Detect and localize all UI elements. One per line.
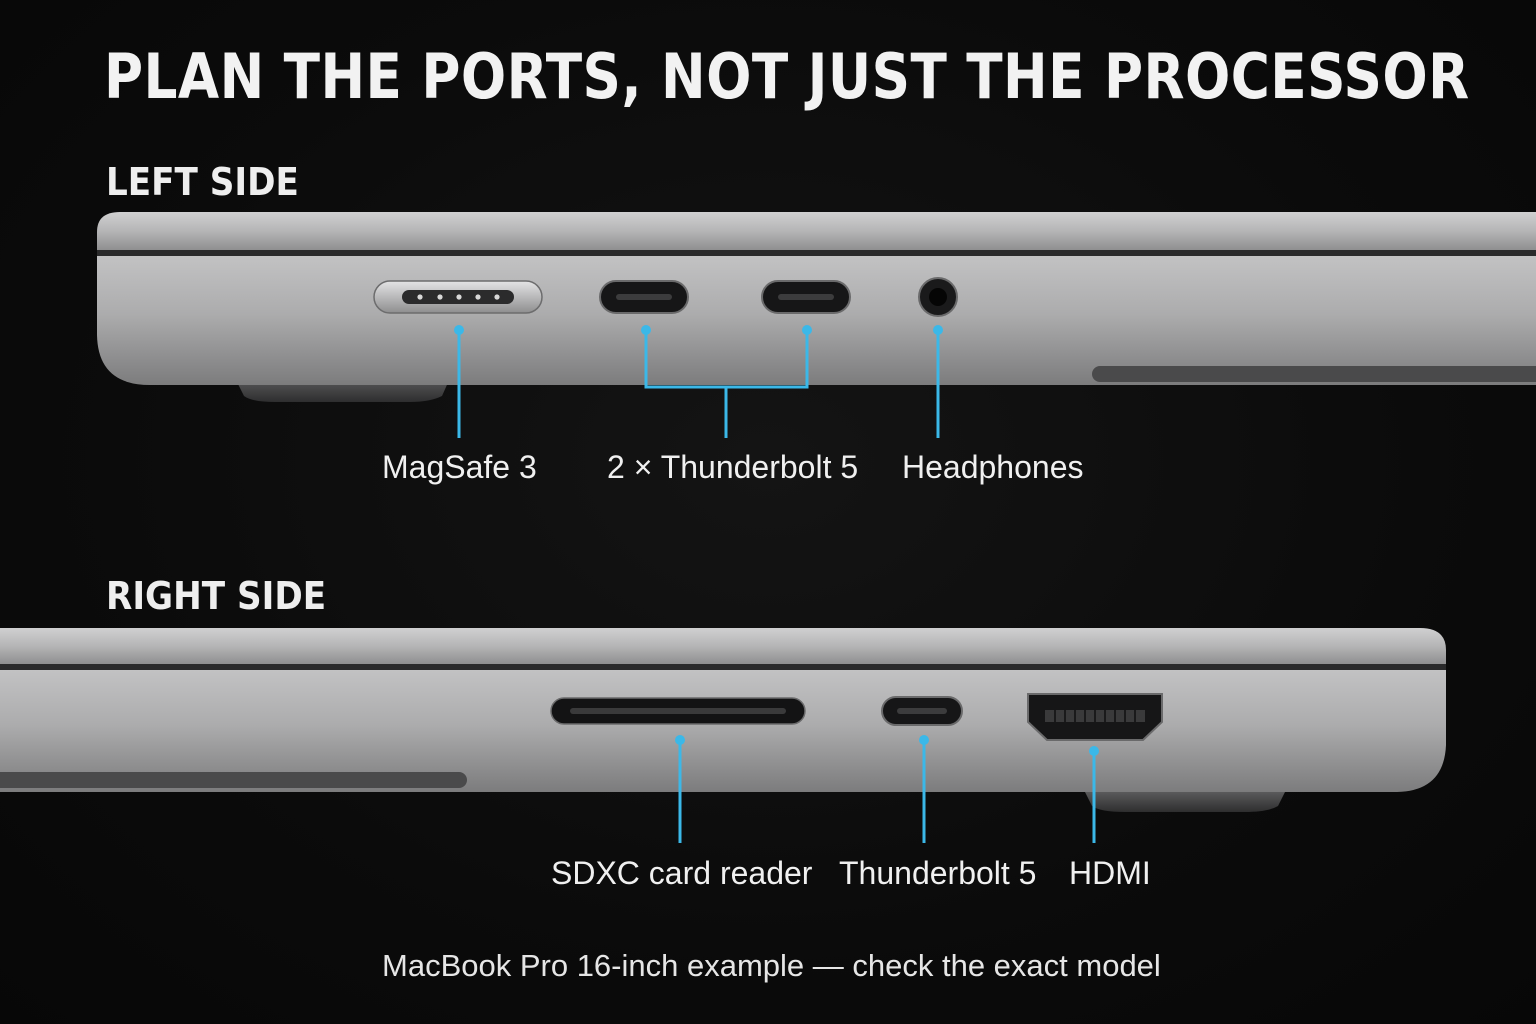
headphones-label: Headphones xyxy=(902,449,1084,485)
right-laptop-foot xyxy=(1085,792,1285,812)
right-side-laptop xyxy=(0,628,1446,843)
thunderbolt-label: Thunderbolt 5 xyxy=(839,855,1037,891)
left-laptop-lid xyxy=(97,212,1536,250)
magsafe-port-icon xyxy=(373,280,543,314)
right-callout-lines xyxy=(678,740,1096,843)
sd-card-slot-icon xyxy=(550,697,806,725)
page-title: PLAN THE PORTS, NOT JUST THE PROCESSOR xyxy=(104,40,1470,113)
left-side-heading: LEFT SIDE xyxy=(106,160,299,204)
hdmi-port-icon xyxy=(1027,693,1163,741)
headphone-jack-icon xyxy=(918,277,958,317)
left-laptop-seam xyxy=(97,250,1536,256)
right-laptop-vent xyxy=(0,772,467,788)
right-side-heading: RIGHT SIDE xyxy=(106,574,327,618)
left-callout-dots xyxy=(454,325,943,335)
left-laptop-vent xyxy=(1092,366,1536,382)
thunderbolt-port-icon xyxy=(761,280,851,314)
footer-note: MacBook Pro 16-inch example — check the … xyxy=(382,948,1161,983)
thunderbolt-pair-label: 2 × Thunderbolt 5 xyxy=(607,449,859,485)
hdmi-label: HDMI xyxy=(1069,855,1151,891)
magsafe-label: MagSafe 3 xyxy=(382,449,537,485)
thunderbolt-port-icon xyxy=(881,696,963,726)
right-laptop-lid xyxy=(0,628,1446,664)
thunderbolt-port-icon xyxy=(599,280,689,314)
left-side-laptop xyxy=(97,212,1536,438)
right-callout-dots xyxy=(675,735,1099,756)
right-laptop-seam xyxy=(0,664,1446,670)
sdxc-label: SDXC card reader xyxy=(551,855,813,891)
left-callout-lines xyxy=(457,330,940,438)
left-laptop-base xyxy=(97,256,1536,385)
